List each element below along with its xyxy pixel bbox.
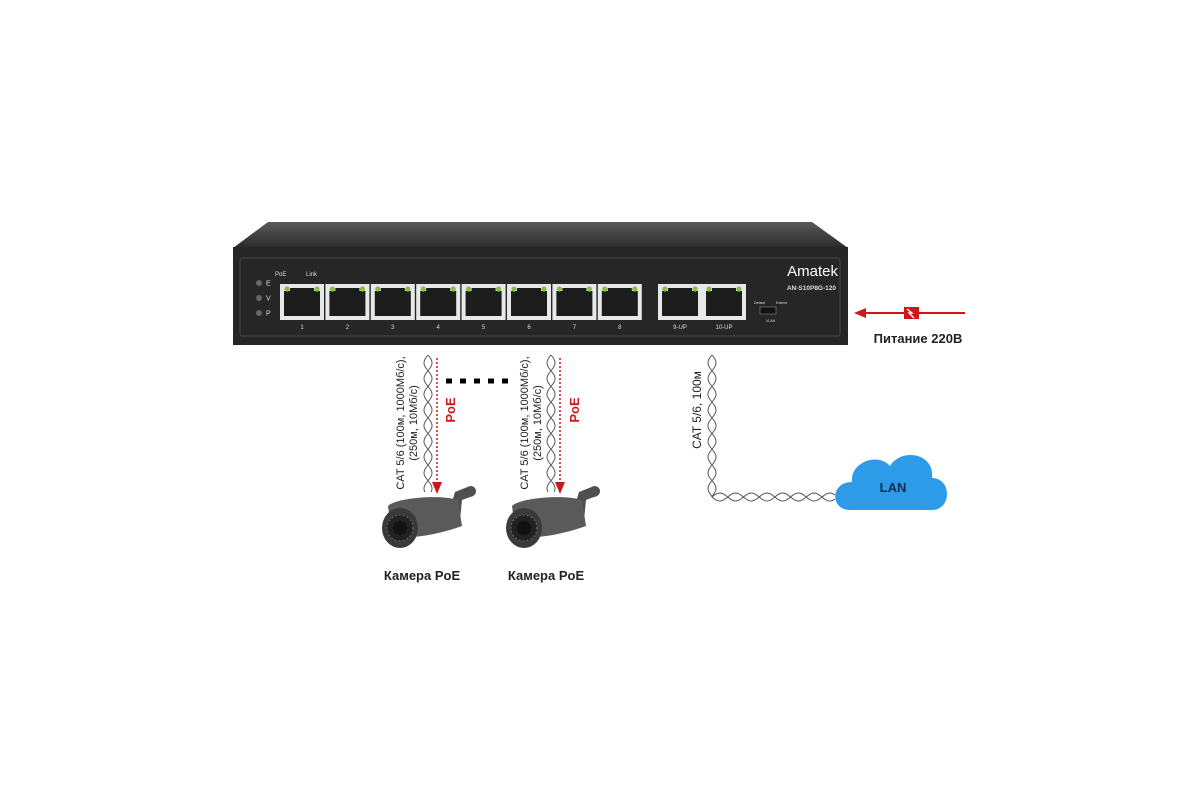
port-label: 10-UP	[715, 325, 732, 331]
brand-logo: Amatek	[787, 263, 838, 280]
arrow-left-icon	[854, 308, 866, 318]
mode-switch[interactable]	[759, 306, 777, 315]
cable-spec-line2: (250м, 10Мб/с)	[532, 385, 544, 461]
cable-spec-line1: CAT 5/6 (100м, 1000Мб/с),	[519, 356, 531, 489]
model-number: AN-S10P8G-120	[787, 285, 837, 292]
poe-switch: PoE Link E V P 1 2 3 4 5 6 7 8 9-UP 10-UP Amatek AN…	[233, 222, 848, 345]
port-5[interactable]: 5	[461, 284, 506, 331]
camera-label: Камера PoE	[384, 568, 461, 583]
poe-arrow-icon	[432, 358, 442, 494]
port-led	[602, 286, 608, 292]
cable-spec-line2: (250м, 10Мб/с)	[408, 385, 420, 461]
port-label: 6	[527, 325, 531, 331]
port-label: 3	[391, 325, 395, 331]
poe-arrow-icon	[555, 358, 565, 494]
poe-camera-icon	[506, 486, 600, 548]
camera-label: Камера PoE	[508, 568, 585, 583]
camera-2-twisted-pair	[546, 354, 556, 493]
status-led	[256, 280, 262, 286]
dip-label-default: Default	[754, 301, 765, 305]
port-3[interactable]: 3	[370, 284, 415, 331]
port-led	[511, 286, 517, 292]
dip-label-vlan: VLAN	[766, 319, 776, 323]
port-led	[541, 286, 547, 292]
status-led	[256, 310, 262, 316]
switch-lid	[233, 222, 848, 248]
status-led-label: V	[266, 296, 271, 303]
lan-cloud-icon: LAN	[835, 454, 947, 510]
poe-label: PoE	[443, 397, 458, 423]
port-4[interactable]: 4	[416, 284, 461, 331]
lan-twisted-pair-vertical	[707, 354, 717, 498]
port-led	[450, 286, 456, 292]
port-label: 7	[573, 325, 577, 331]
camera-2-cable: CAT 5/6 (100м, 1000Мб/с), (250м, 10Мб/с)…	[508, 356, 585, 583]
port-led	[556, 286, 563, 292]
lan-twisted-pair-horizontal	[711, 492, 836, 502]
port-label: 9-UP	[673, 325, 687, 331]
poe-camera-icon	[382, 486, 476, 548]
port-led	[632, 286, 638, 292]
port-2[interactable]: 2	[325, 284, 370, 331]
power-label: Питание 220В	[874, 331, 963, 346]
status-led-label: P	[266, 311, 271, 318]
port-6[interactable]: 6	[507, 284, 551, 331]
uplink-port-9-UP[interactable]: 9-UP	[658, 284, 702, 331]
port-led	[662, 286, 668, 292]
port-8[interactable]: 8	[597, 284, 642, 331]
port-led	[405, 286, 411, 292]
status-led-label: E	[266, 281, 271, 288]
power-input: Питание 220В	[854, 307, 965, 346]
uplink-port-10-UP[interactable]: 10-UP	[702, 284, 746, 331]
port-led	[736, 286, 742, 292]
port-led	[284, 286, 290, 292]
port-label: 2	[346, 325, 350, 331]
port-1[interactable]: 1	[280, 284, 324, 331]
port-7[interactable]: 7	[552, 284, 597, 331]
port-led	[359, 286, 365, 292]
port-led	[706, 286, 712, 292]
port-label: 1	[300, 325, 304, 331]
lan-label: LAN	[880, 480, 907, 495]
link-led-header: Link	[306, 272, 318, 278]
poe-label: PoE	[567, 397, 582, 423]
camera-1-twisted-pair	[423, 354, 433, 493]
status-led	[256, 295, 262, 301]
port-label: 8	[618, 325, 622, 331]
poe-led-header: PoE	[275, 272, 286, 278]
port-led	[420, 286, 426, 292]
port-led	[692, 286, 698, 292]
port-led	[496, 286, 502, 292]
port-led	[375, 286, 381, 292]
cable-spec-line1: CAT 5/6 (100м, 1000Мб/с),	[395, 356, 407, 489]
port-led	[586, 286, 593, 292]
port-led	[466, 286, 472, 292]
lan-cable-label: CAT 5/6, 100м	[690, 371, 704, 449]
port-led	[329, 286, 335, 292]
camera-1-cable: CAT 5/6 (100м, 1000Мб/с), (250м, 10Мб/с)…	[384, 356, 461, 583]
port-led	[314, 286, 320, 292]
dip-label-extend: Extend	[776, 301, 787, 305]
port-label: 5	[482, 325, 486, 331]
port-label: 4	[437, 325, 441, 331]
